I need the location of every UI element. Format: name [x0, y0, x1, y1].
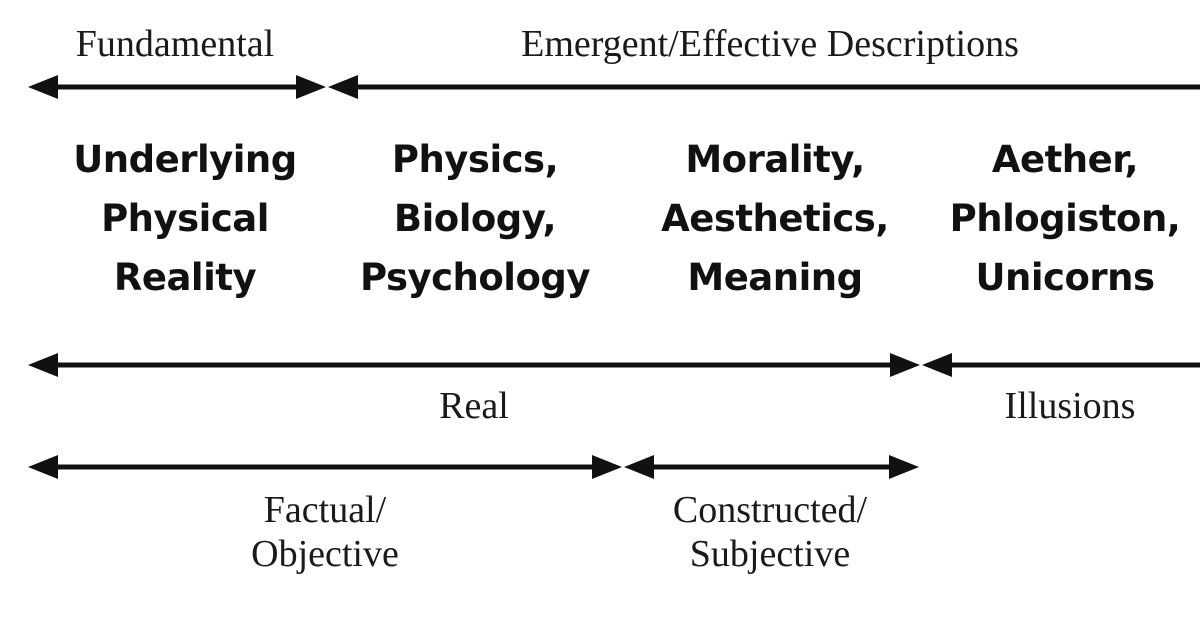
real-label: Real: [439, 385, 509, 427]
constructed-line: Constructed/: [672, 489, 868, 531]
emergent-label: Emergent/Effective Descriptions: [521, 23, 1019, 65]
category-line: Unicorns: [975, 256, 1155, 299]
category-line: Meaning: [687, 256, 863, 299]
factual-line: Objective: [251, 533, 399, 575]
factual-arrow: [28, 455, 622, 479]
fundamental-arrow: [28, 75, 326, 99]
category-line: Aesthetics,: [661, 197, 889, 240]
category-sciences: Physics, Biology, Psychology: [325, 130, 625, 307]
category-line: Reality: [113, 256, 257, 299]
constructed-line: Subjective: [689, 533, 851, 575]
factual-line: Factual/: [263, 489, 387, 531]
category-line: Aether,: [991, 138, 1139, 181]
category-line: Psychology: [359, 256, 591, 299]
fundamental-label: Fundamental: [75, 23, 275, 65]
real-arrow: [28, 353, 920, 377]
illusions-arrow: [922, 353, 1200, 377]
category-line: Physical: [101, 197, 269, 240]
category-values: Morality, Aesthetics, Meaning: [620, 130, 930, 307]
illusions-label: Illusions: [1004, 385, 1136, 427]
constructed-label: Constructed/ Subjective: [640, 488, 900, 576]
emergent-arrow: [328, 75, 1200, 99]
category-line: Biology,: [393, 197, 557, 240]
category-line: Morality,: [685, 138, 865, 181]
category-line: Phlogiston,: [949, 197, 1181, 240]
factual-label: Factual/ Objective: [205, 488, 445, 576]
category-illusions: Aether, Phlogiston, Unicorns: [930, 130, 1200, 307]
category-line: Underlying: [73, 138, 297, 181]
constructed-arrow: [624, 455, 919, 479]
category-fundamental: Underlying Physical Reality: [30, 130, 340, 307]
category-line: Physics,: [391, 138, 559, 181]
